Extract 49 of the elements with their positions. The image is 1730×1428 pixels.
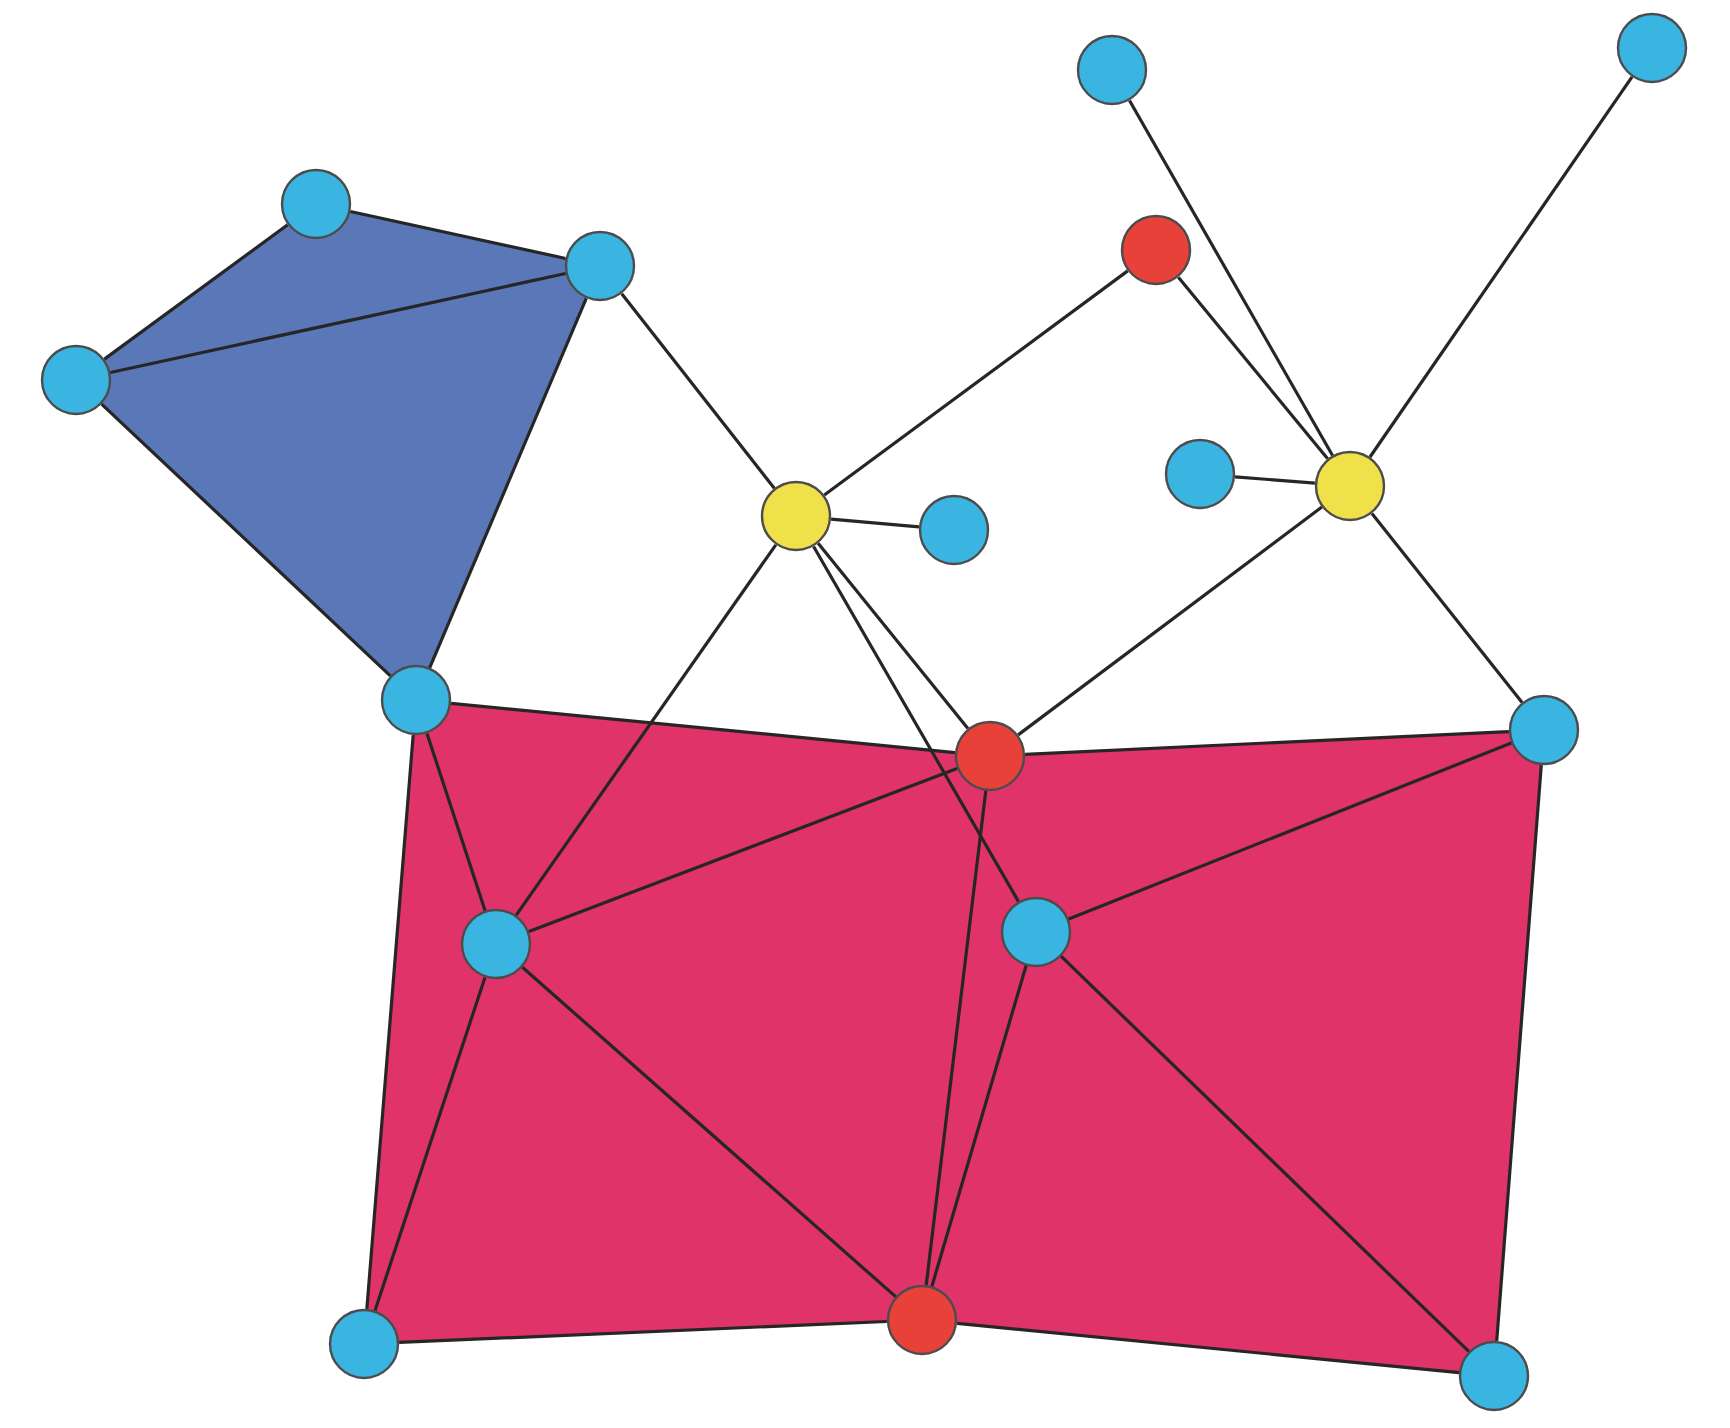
- edge-line: [450, 701, 956, 755]
- vertex-circle: [954, 720, 1026, 792]
- edge-line: [399, 1319, 887, 1345]
- edge-line: [350, 209, 566, 261]
- vertex-circle: [918, 494, 990, 566]
- edge-line: [1368, 76, 1634, 458]
- edge-line: [521, 966, 897, 1298]
- edge-line: [1128, 99, 1334, 457]
- edge-line: [514, 543, 778, 917]
- edge-line: [373, 976, 487, 1312]
- edge-line: [1177, 276, 1329, 460]
- edge-line: [1068, 741, 1512, 921]
- edge-line: [924, 790, 988, 1286]
- edge-line: [110, 271, 566, 375]
- edge-line: [425, 732, 487, 912]
- edge-line: [620, 292, 776, 490]
- edge-line: [930, 965, 1028, 1287]
- edge-line: [1234, 475, 1316, 485]
- vertex-circle: [886, 1284, 958, 1356]
- edge-line: [1370, 512, 1524, 704]
- vertex-circle: [328, 1308, 400, 1380]
- edge-line: [956, 1321, 1460, 1375]
- vertex-circle: [1076, 34, 1148, 106]
- edge-line: [100, 402, 392, 677]
- vertex-circle: [280, 168, 352, 240]
- vertex-circle: [1164, 438, 1236, 510]
- vertex-circle: [1314, 450, 1386, 522]
- edge-line: [816, 542, 970, 730]
- edge-line: [812, 545, 1020, 903]
- vertex-circle: [1458, 1340, 1530, 1412]
- vertex-circle: [380, 664, 452, 736]
- vertex-circle: [564, 230, 636, 302]
- edge-line: [528, 767, 958, 933]
- edge-line: [428, 297, 588, 669]
- edge-line: [830, 517, 920, 529]
- vertex-circle: [460, 908, 532, 980]
- vertex-circle: [1616, 12, 1688, 84]
- edge-line: [1495, 764, 1543, 1341]
- vertex-circle: [1508, 694, 1580, 766]
- vertex-circle: [1120, 214, 1192, 286]
- edge-line: [1017, 505, 1323, 737]
- edge-line: [1025, 730, 1509, 756]
- edge-line: [823, 269, 1129, 497]
- edge-line: [103, 223, 289, 361]
- vertex-circle: [40, 344, 112, 416]
- vertex-circle: [760, 480, 832, 552]
- edge-line: [1060, 955, 1470, 1353]
- vertex-circle: [1000, 896, 1072, 968]
- edge-line: [365, 734, 415, 1309]
